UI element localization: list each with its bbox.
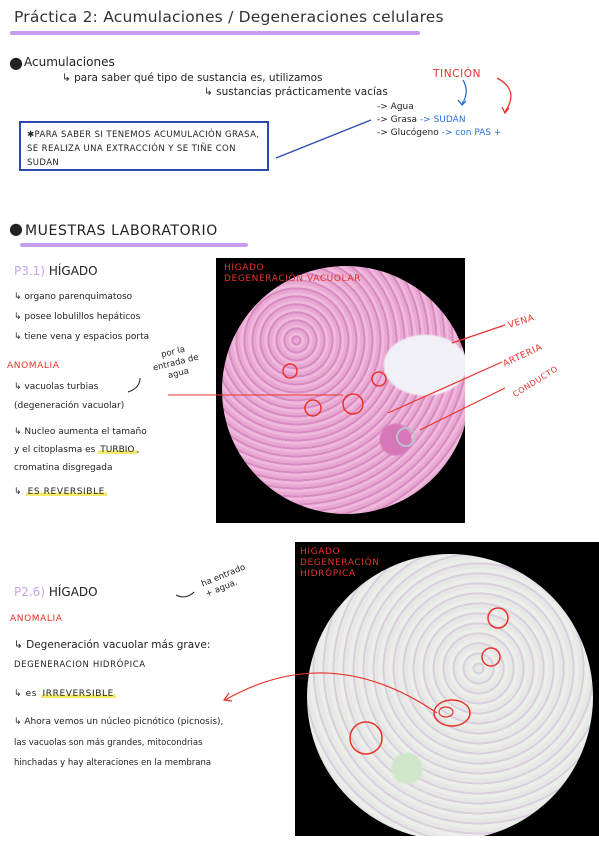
sample1-anom1: ↳ vacuolas turbias: [14, 382, 99, 392]
anomalia-label: ANOMALIA: [7, 361, 60, 371]
section1-line2: ↳ sustancias prácticamente vacías: [204, 86, 388, 98]
sample2-line2: DEGENERACION HIDRÓPICA: [14, 660, 146, 670]
micrograph-field: [222, 266, 465, 514]
sample1-line: ↳ posee lobulillos hepáticos: [14, 312, 141, 322]
sample2-p2: las vacuolas son más grandes, mitocondri…: [14, 738, 203, 748]
micrograph-field: [307, 554, 593, 836]
reversible-highlight: ES REVERSIBLE: [25, 487, 107, 497]
micrograph-vacuolar: [216, 258, 465, 523]
bullet-dot: ●: [9, 219, 23, 238]
sample1-anom2: (degeneración vacuolar): [14, 401, 125, 411]
item-glucogeno: -> Glucógeno -> con PAS +: [377, 128, 502, 138]
sample2-p3: hinchadas y hay alteraciones en la membr…: [14, 758, 212, 768]
sample1-title: P3.1) HÍGADO: [14, 265, 98, 277]
note-box: ✱PARA SABER SI TENEMOS ACUMULACIÓN GRASA…: [19, 121, 269, 171]
micrograph-hidropica: [295, 542, 599, 836]
sample2-irreversible: ↳ es IRREVERSIBLE: [14, 689, 116, 699]
turbio-highlight: TURBIO: [98, 445, 137, 455]
img2-title: HÍGADO DEGENERACIÓN HIDRÓPICA: [300, 547, 380, 579]
sample2-p1: ↳ Ahora vemos un núcleo picnótico (picno…: [14, 717, 224, 727]
sample1-line: ↳ organo parenquimatoso: [14, 292, 133, 302]
sample1-nucleo1: ↳ Nucleo aumenta el tamaño: [14, 427, 147, 437]
sample2-line1: ↳ Degeneración vacuolar más grave:: [14, 639, 211, 651]
title-underline: [10, 31, 420, 35]
sample2-title: P2.6) HÍGADO: [14, 586, 98, 598]
sample2-code: P2.6): [14, 585, 46, 599]
sample1-nucleo3: cromatina disgregada: [14, 463, 113, 473]
img1-title: HÍGADO DEGENERACIÓN VACUOLAR: [224, 263, 361, 284]
item-grasa: -> Grasa -> SUDÁN: [377, 115, 466, 125]
section2-heading: MUESTRAS LABORATORIO: [25, 223, 218, 239]
sample2-organ: HÍGADO: [48, 585, 98, 599]
sample1-code: P3.1): [14, 264, 46, 278]
section2-underline: [20, 243, 248, 247]
page-title: Práctica 2: Acumulaciones / Degeneracion…: [14, 8, 444, 26]
sudan-label: -> SUDÁN: [419, 115, 466, 125]
item-agua: -> Agua: [377, 102, 414, 112]
sample1-line: ↳ tiene vena y espacios porta: [14, 332, 150, 342]
sample1-organ: HÍGADO: [48, 264, 98, 278]
sample1-nucleo2: y el citoplasma es TURBIO,: [14, 445, 140, 455]
anomalia-label: ANOMALIA: [10, 614, 63, 624]
section1-heading: Acumulaciones: [24, 55, 115, 69]
section1-line1: ↳ para saber qué tipo de sustancia es, u…: [62, 72, 323, 84]
bullet-dot: ●: [9, 53, 23, 72]
con-label: -> con: [441, 128, 472, 138]
pas-label: PAS +: [474, 128, 502, 138]
irreversible-highlight: IRREVERSIBLE: [40, 689, 116, 699]
sample1-reversible: ↳ ES REVERSIBLE: [14, 487, 107, 497]
tincion-label: TINCIÓN: [433, 68, 482, 80]
